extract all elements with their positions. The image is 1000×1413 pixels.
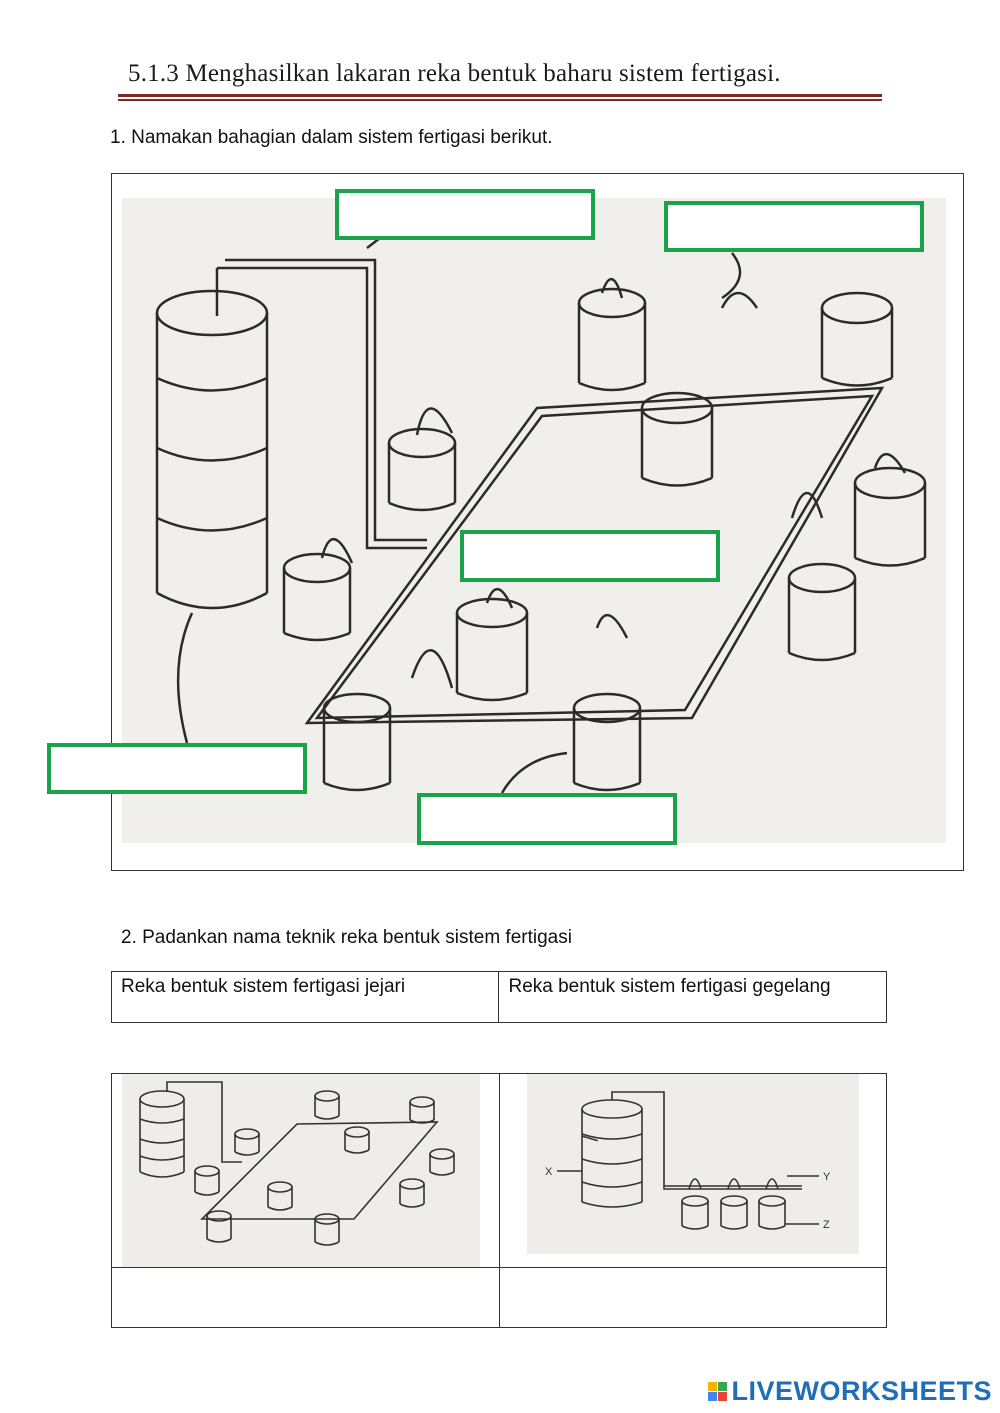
label-y: Y [823,1171,831,1183]
liveworksheets-logo: LIVEWORKSHEETS [708,1376,992,1407]
arrow-to-tube [721,252,742,300]
answer-cell-1[interactable] [111,1267,500,1328]
thumbnail-ring-system [122,1074,480,1267]
thumbnail-radial-svg: X Y Z [545,1091,831,1231]
arrow-to-container [500,751,568,794]
question-2-text: 2. Padankan nama teknik reka bentuk sist… [121,927,572,948]
question-1-text: 1. Namakan bahagian dalam sistem fertiga… [110,127,553,148]
containers-sketch [282,278,927,792]
thumbnail-radial-system: X Y Z [526,1074,859,1254]
diagram-frame [111,173,964,871]
option-radial-design[interactable]: Reka bentuk sistem fertigasi jejari [110,971,500,1023]
image-cell-2: X Y Z [498,1073,887,1268]
fertigation-sketch-svg [155,237,927,794]
answer-box-tank[interactable] [47,743,307,794]
answer-box-drip-tube[interactable] [664,201,924,252]
answer-box-container[interactable] [417,793,677,845]
match-header-table: Reka bentuk sistem fertigasi jejari Reka… [110,971,887,1023]
title-rule-thick [118,94,882,97]
label-x: X [545,1166,553,1178]
option-ring-design[interactable]: Reka bentuk sistem fertigasi gegelang [498,971,887,1023]
tank-sketch [155,268,269,610]
image-cell-1 [111,1073,500,1268]
answer-cell-2[interactable] [498,1267,887,1328]
answer-box-connector[interactable] [460,530,720,582]
logo-text: LIVEWORKSHEETS [731,1376,992,1406]
title-rule-thin [118,99,882,101]
thumbnail-ring-svg [139,1081,455,1246]
match-images-table: X Y Z [111,1073,887,1328]
page-title: 5.1.3 Menghasilkan lakaran reka bentuk b… [128,60,781,87]
answer-box-pipe[interactable] [335,189,595,240]
fertigation-system-illustration [122,198,946,843]
label-z: Z [823,1219,830,1231]
logo-grid-icon [708,1382,728,1401]
arrow-to-tank [176,612,194,744]
